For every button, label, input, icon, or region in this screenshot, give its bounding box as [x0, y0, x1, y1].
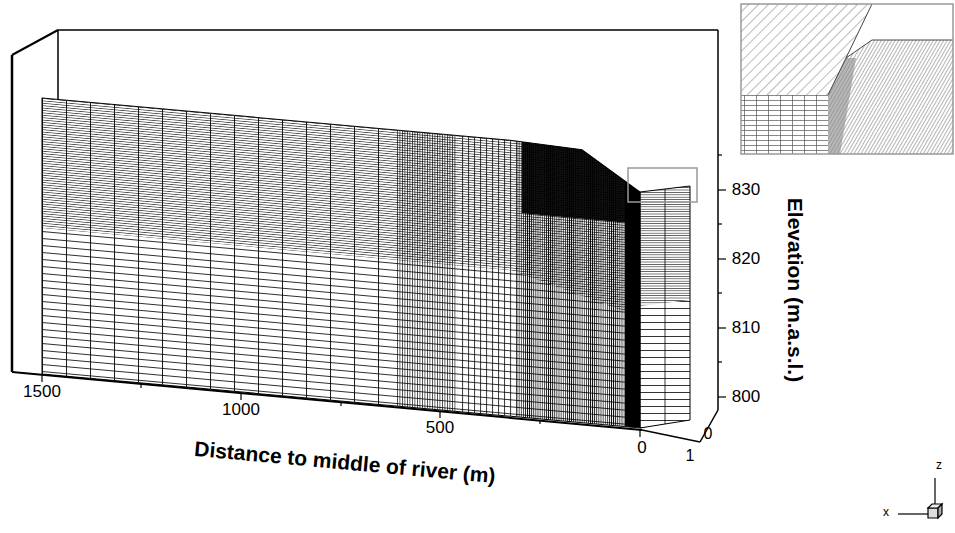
- z-tick-label: 830: [732, 181, 760, 200]
- mesh-front-face: [42, 98, 640, 428]
- axis-frame: [12, 30, 718, 442]
- triad-label: x: [883, 506, 889, 519]
- axis-title: Distance to middle of river (m): [193, 437, 496, 487]
- x-tick-label: 0: [637, 439, 646, 458]
- z-tick-label: 820: [732, 250, 760, 269]
- x-tick-label: 500: [426, 419, 454, 438]
- axis-triad: [898, 478, 942, 518]
- y-tick-label: 0: [704, 425, 713, 443]
- x-tick-label: 1500: [23, 383, 61, 402]
- x-tick-label: 1000: [222, 401, 260, 420]
- axis-title: Elevation (m.a.s.l.): [783, 198, 806, 382]
- y-tick-label: 1: [686, 447, 695, 465]
- triad-label: z: [936, 459, 942, 472]
- zoom-box: [628, 168, 697, 202]
- z-ticks: [718, 155, 726, 397]
- z-tick-label: 810: [732, 319, 760, 338]
- zoom-inset: [741, 4, 953, 154]
- z-tick-label: 800: [732, 388, 760, 407]
- mesh-side-face: [640, 186, 690, 428]
